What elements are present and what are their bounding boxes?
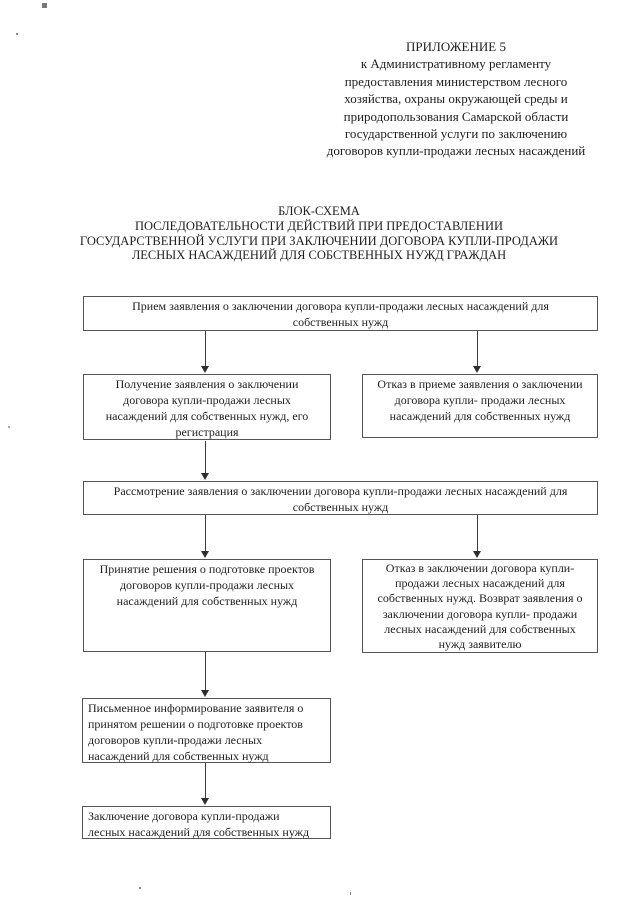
arrow-shaft: [477, 515, 478, 552]
flow-box-registration: Получение заявления о заключении договор…: [83, 374, 331, 440]
scan-speck: [42, 3, 47, 8]
down-arrow-icon: [201, 763, 210, 805]
flow-box-review: Рассмотрение заявления о заключении дого…: [83, 481, 598, 515]
down-arrow-icon: [201, 331, 210, 373]
arrow-shaft: [205, 652, 206, 691]
arrow-shaft: [205, 331, 206, 367]
arrow-shaft: [205, 763, 206, 799]
arrow-shaft: [205, 515, 206, 552]
scan-speck: [350, 892, 351, 895]
down-arrow-icon: [201, 515, 210, 558]
arrow-head: [201, 366, 209, 373]
down-arrow-icon: [201, 441, 210, 480]
flow-box-intake: Прием заявления о заключении договора ку…: [83, 296, 598, 331]
down-arrow-icon: [473, 331, 482, 373]
arrow-head: [201, 473, 209, 480]
page-title: БЛОК-СХЕМА ПОСЛЕДОВАТЕЛЬНОСТИ ДЕЙСТВИЙ П…: [79, 204, 559, 263]
arrow-head: [201, 690, 209, 697]
flow-box-conclude: Заключение договора купли-продажи лесных…: [82, 806, 331, 839]
arrow-shaft: [205, 441, 206, 474]
flow-box-refuse-intake: Отказ в приеме заявления о заключении до…: [362, 374, 598, 438]
flow-box-decision-prepare: Принятие решения о подготовке проектов д…: [83, 559, 331, 652]
scan-speck: [139, 887, 141, 889]
flow-box-written-inform: Письменное информирование заявителя о пр…: [82, 698, 331, 763]
arrow-shaft: [477, 331, 478, 367]
flow-box-refuse-conclude: Отказ в заключении договора купли- прода…: [362, 559, 598, 653]
down-arrow-icon: [473, 515, 482, 558]
arrow-head: [201, 798, 209, 805]
down-arrow-icon: [201, 652, 210, 697]
arrow-head: [473, 366, 481, 373]
scan-speck: [16, 33, 18, 35]
appendix-header: ПРИЛОЖЕНИЕ 5 к Административному регламе…: [326, 39, 586, 159]
scan-speck: [8, 426, 10, 428]
arrow-head: [473, 551, 481, 558]
arrow-head: [201, 551, 209, 558]
